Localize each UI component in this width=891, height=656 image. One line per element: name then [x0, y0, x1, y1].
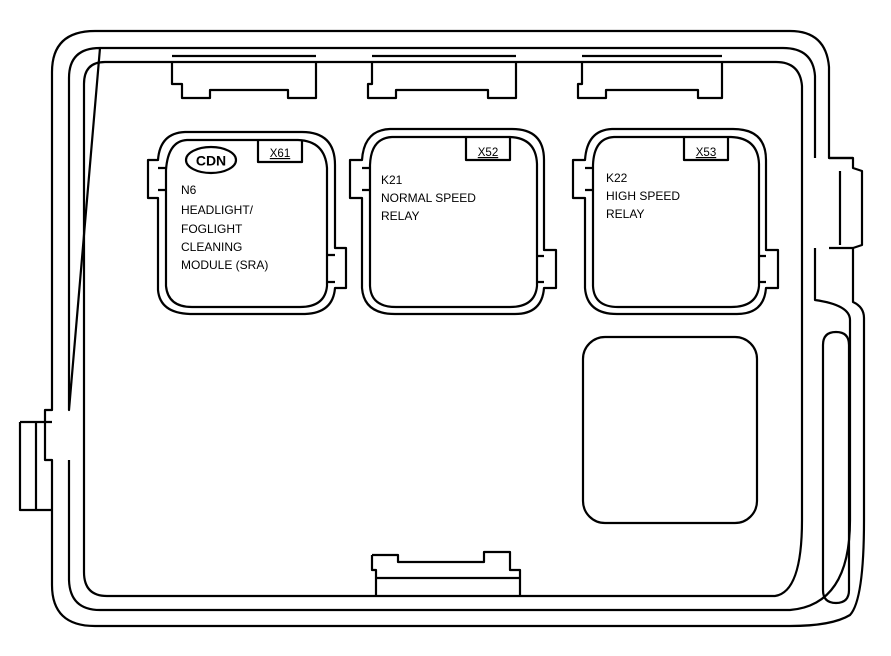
relay-label-line: RELAY — [381, 209, 419, 223]
cdn-badge-text: CDN — [196, 153, 226, 169]
top-latch-right — [576, 54, 724, 100]
relay-label-line: FOGLIGHT — [181, 222, 243, 236]
right-side-tab — [829, 156, 853, 250]
bottom-latch — [370, 550, 522, 596]
top-latch-left — [170, 54, 318, 100]
empty-relay-slot — [581, 335, 759, 525]
relay-label-line: RELAY — [606, 207, 644, 221]
right-side-rail — [821, 330, 851, 605]
relay-slot-x53: X53 K22 HIGH SPEED RELAY — [571, 127, 780, 316]
housing-outline — [43, 29, 866, 628]
connector-tag-frame — [464, 137, 512, 162]
connector-id-x52: X52 — [478, 147, 498, 159]
relay-label-line: K22 — [606, 171, 628, 185]
relay-slot-x61: X61 CDN N6 HEADLIGHT/ FOGLIGHT CLEANING … — [146, 130, 348, 316]
cdn-badge: CDN — [184, 145, 238, 175]
relay-label-line: NORMAL SPEED — [381, 191, 476, 205]
connector-tag-frame — [682, 137, 730, 162]
relay-label-line: K21 — [381, 173, 403, 187]
relay-label-line: HIGH SPEED — [606, 189, 680, 203]
left-side-tab — [18, 420, 52, 512]
relay-label-line: HEADLIGHT/ — [181, 203, 254, 217]
connector-id-x53: X53 — [696, 147, 716, 159]
relay-label-line: MODULE (SRA) — [181, 258, 268, 272]
connector-id-x61: X61 — [270, 148, 290, 160]
relay-label-line: CLEANING — [181, 240, 242, 254]
top-latch-middle — [366, 54, 518, 100]
connector-tag-frame — [256, 140, 304, 164]
relay-slot-x52: X52 K21 NORMAL SPEED RELAY — [348, 127, 558, 316]
relay-label-line: N6 — [181, 183, 197, 197]
